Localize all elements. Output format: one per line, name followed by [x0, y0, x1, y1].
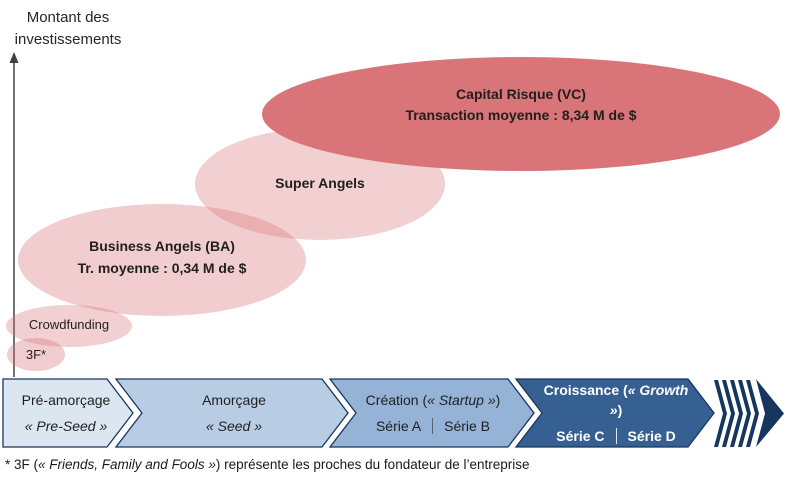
- stage-chevron-startup: [328, 378, 535, 448]
- y-axis-title-line1: Montant des: [26, 9, 110, 26]
- serie-a-label: Série A: [375, 418, 422, 434]
- capital-risque-sublabel: Transaction moyenne : 8,34 M de $: [405, 107, 637, 123]
- footnote: * 3F (« Friends, Family and Fools ») rep…: [5, 457, 530, 472]
- stage-chevron-growth: [514, 378, 715, 448]
- super-angels-label: Super Angels: [275, 175, 365, 191]
- stage-startup-text: Création (« Startup ») Série A Série B: [352, 379, 514, 447]
- series-separator: [615, 428, 617, 444]
- 3f-label: 3F*: [25, 347, 47, 362]
- capital-risque-label: Capital Risque (VC): [456, 86, 586, 102]
- serie-b-label: Série B: [444, 418, 491, 434]
- stage-startup-series: Série A Série B: [376, 416, 490, 436]
- series-separator: [432, 418, 434, 434]
- ellipse-crowdfunding: [6, 305, 132, 347]
- stage-startup-line1: Création (« Startup »): [365, 392, 501, 408]
- stage-growth-line1: Croissance (« Growth »): [543, 382, 689, 418]
- y-axis-title: Montant des investissements: [6, 7, 130, 51]
- stage-chevron-pre-seed: [2, 378, 134, 448]
- stage-seed-line1: Amorçage: [202, 392, 266, 408]
- capital-risque-label-group: Capital Risque (VC) Transaction moyenne …: [262, 86, 780, 123]
- y-axis-arrowhead-icon: [9, 52, 19, 63]
- stage-growth-text: Croissance (« Growth ») Série C Série D: [540, 379, 692, 447]
- timeline-hatch-stripes: [714, 380, 759, 447]
- serie-c-label: Série C: [556, 428, 605, 444]
- stage-pre-seed-text: Pré-amorçage « Pre-Seed »: [8, 379, 124, 447]
- stage-seed-text: Amorçage « Seed »: [150, 379, 318, 447]
- business-angels-label-group: Business Angels (BA) Tr. moyenne : 0,34 …: [18, 238, 306, 276]
- business-angels-label: Business Angels (BA): [89, 238, 235, 254]
- stage-seed-line2: « Seed »: [205, 418, 263, 434]
- stage-growth-series: Série C Série D: [556, 426, 676, 446]
- crowdfunding-label: Crowdfunding: [28, 317, 110, 332]
- business-angels-sublabel: Tr. moyenne : 0,34 M de $: [77, 260, 247, 276]
- stage-pre-seed-line1: Pré-amorçage: [21, 392, 111, 408]
- y-axis-title-line2: investissements: [14, 31, 122, 48]
- ellipse-super-angels: [195, 128, 445, 240]
- stage-pre-seed-line2: « Pre-Seed »: [24, 418, 108, 434]
- timeline-end-arrowhead-icon: [756, 379, 784, 447]
- serie-d-label: Série D: [627, 428, 676, 444]
- stage-chevron-seed: [114, 378, 349, 448]
- ellipse-3f: [7, 338, 65, 371]
- ellipse-business-angels: [18, 204, 306, 316]
- ellipse-capital-risque: [262, 57, 780, 171]
